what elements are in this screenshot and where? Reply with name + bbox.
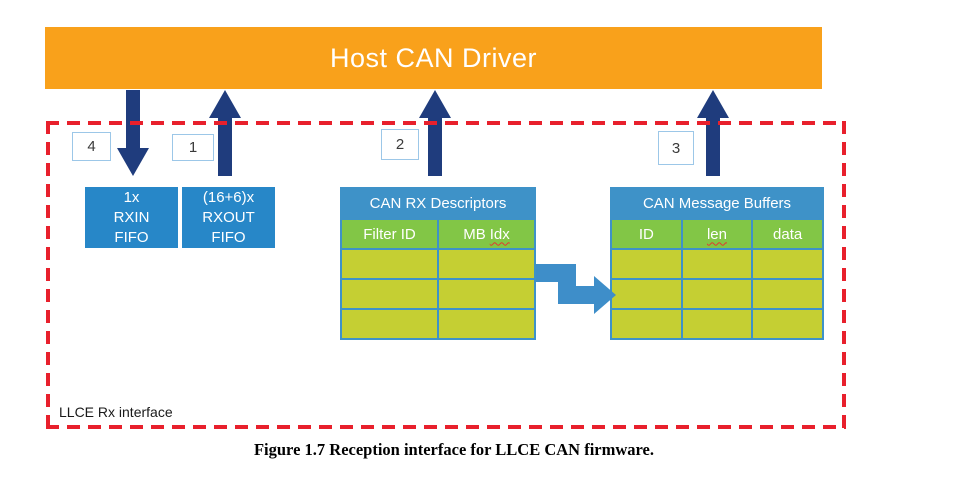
dashed-border-bottom (46, 425, 846, 429)
empty-cell (340, 248, 439, 280)
empty-cell (340, 308, 439, 340)
empty-cell (340, 278, 439, 310)
empty-cell (751, 308, 824, 340)
can-message-buffers-title: CAN Message Buffers (610, 187, 824, 220)
up-arrow-step3 (697, 90, 729, 176)
step-4-label: 4 (87, 138, 96, 155)
rxin-fifo-line3: FIFO (114, 229, 149, 246)
descriptor-row (340, 308, 536, 340)
buffer-row (610, 248, 824, 280)
dashed-border-left (46, 121, 50, 429)
id-label: ID (638, 225, 654, 243)
mb-label: MB (463, 225, 486, 243)
empty-cell (680, 308, 754, 340)
step-2-label: 2 (395, 136, 405, 153)
can-rx-descriptors-title: CAN RX Descriptors (340, 187, 536, 220)
can-message-buffers-table: CAN Message Buffers ID len data (610, 187, 824, 340)
step-3-label: 3 (671, 139, 681, 157)
column-len: len (680, 218, 754, 250)
column-data: data (751, 218, 824, 250)
descriptor-row (340, 248, 536, 280)
host-can-driver-label: Host CAN Driver (329, 42, 538, 73)
can-message-buffers-title-text: CAN Message Buffers (642, 195, 792, 212)
data-label: data (773, 225, 803, 243)
down-arrow-step4 (117, 90, 149, 176)
empty-cell (680, 248, 754, 280)
step-1-label: 1 (188, 139, 198, 156)
rxin-fifo-block: 1x RXIN FIFO (85, 187, 178, 248)
dashed-border-top (46, 121, 846, 125)
column-id: ID (610, 218, 683, 250)
host-can-driver-block: Host CAN Driver (45, 27, 822, 89)
can-rx-descriptors-title-text: CAN RX Descriptors (369, 195, 507, 212)
empty-cell (437, 278, 536, 310)
empty-cell (680, 278, 754, 310)
descriptor-row (340, 278, 536, 310)
filter-id-label: Filter ID (363, 225, 416, 243)
elbow-arrow (536, 264, 616, 314)
rxin-fifo-line2: RXIN (113, 209, 150, 226)
dashed-border-right (842, 121, 846, 429)
buffer-row (610, 278, 824, 310)
up-arrow-step1 (209, 90, 241, 176)
step-box-2: 2 (381, 129, 419, 160)
step-box-4: 4 (72, 132, 111, 161)
empty-cell (610, 248, 683, 280)
rxout-fifo-line1: (16+6)x (202, 189, 255, 206)
empty-cell (437, 248, 536, 280)
llce-rx-interface-label: LLCE Rx interface (59, 404, 173, 420)
empty-cell (751, 248, 824, 280)
empty-cell (751, 278, 824, 310)
idx-label-misspelled: Idx (489, 225, 510, 243)
up-arrow-step2 (419, 90, 451, 176)
rxout-fifo-line3: FIFO (211, 229, 246, 246)
buffer-row (610, 308, 824, 340)
step-box-3: 3 (658, 131, 694, 165)
column-filter-id: Filter ID (340, 218, 439, 250)
step-box-1: 1 (172, 134, 214, 161)
len-label-misspelled: len (706, 225, 727, 243)
empty-cell (610, 278, 683, 310)
empty-cell (437, 308, 536, 340)
rxin-fifo-line1: 1x (123, 189, 140, 206)
rxout-fifo-block: (16+6)x RXOUT FIFO (182, 187, 275, 248)
empty-cell (610, 308, 683, 340)
figure-caption: Figure 1.7 Reception interface for LLCE … (253, 440, 655, 459)
rxout-fifo-line2: RXOUT (202, 209, 255, 226)
